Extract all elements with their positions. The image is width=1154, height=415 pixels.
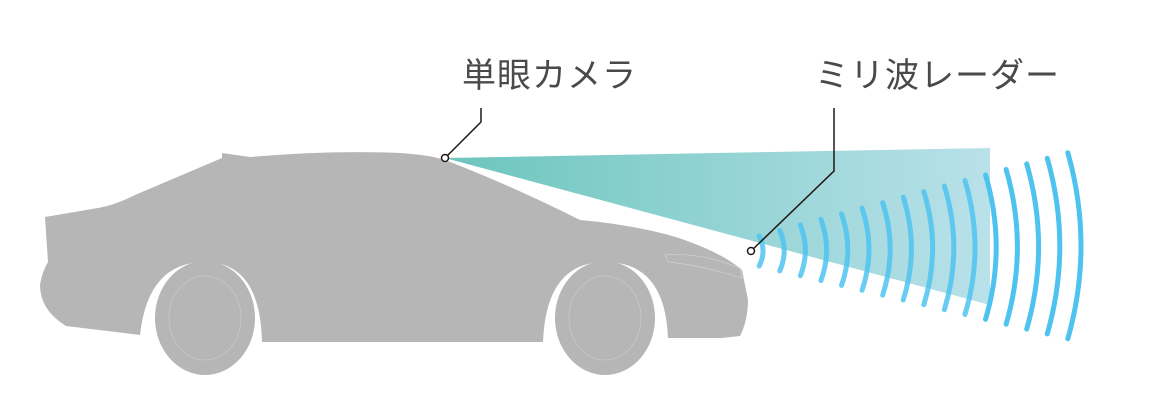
radar-wave-arc	[1065, 150, 1084, 342]
radar-wave-arc	[797, 222, 808, 279]
radar-wave-arc	[921, 189, 936, 308]
camera-beam	[445, 148, 990, 305]
car-silhouette	[40, 152, 748, 342]
camera-marker	[440, 153, 450, 163]
radar-wave-arc	[818, 216, 830, 284]
radar-wave-arc	[1044, 155, 1063, 337]
radar-wave-arc	[777, 227, 787, 274]
camera-leader-line	[444, 108, 482, 159]
radar-wave-arc	[983, 172, 999, 322]
radar-waves	[756, 150, 1084, 342]
radar-wave-arc	[1003, 166, 1020, 327]
radar-wave-arc	[900, 194, 914, 303]
camera-label: 単眼カメラ	[462, 56, 637, 96]
radar-wave-arc	[1024, 161, 1042, 332]
radar-label: ミリ波レーダー	[815, 56, 1060, 96]
radar-wave-arc	[962, 178, 978, 317]
radar-wave-arc	[839, 211, 851, 288]
radar-wave-arc	[756, 233, 766, 269]
radar-leader-line	[750, 108, 835, 252]
front-wheel-hub	[568, 275, 642, 361]
radar-wave-arc	[941, 183, 957, 313]
front-wheel	[555, 261, 655, 375]
headlight-outline	[664, 254, 743, 279]
rear-wheel	[155, 261, 255, 375]
rear-wheel-hub	[168, 275, 242, 361]
radar-wave-arc	[880, 200, 893, 298]
radar-wave-arc	[859, 205, 872, 293]
radar-marker	[746, 246, 756, 256]
